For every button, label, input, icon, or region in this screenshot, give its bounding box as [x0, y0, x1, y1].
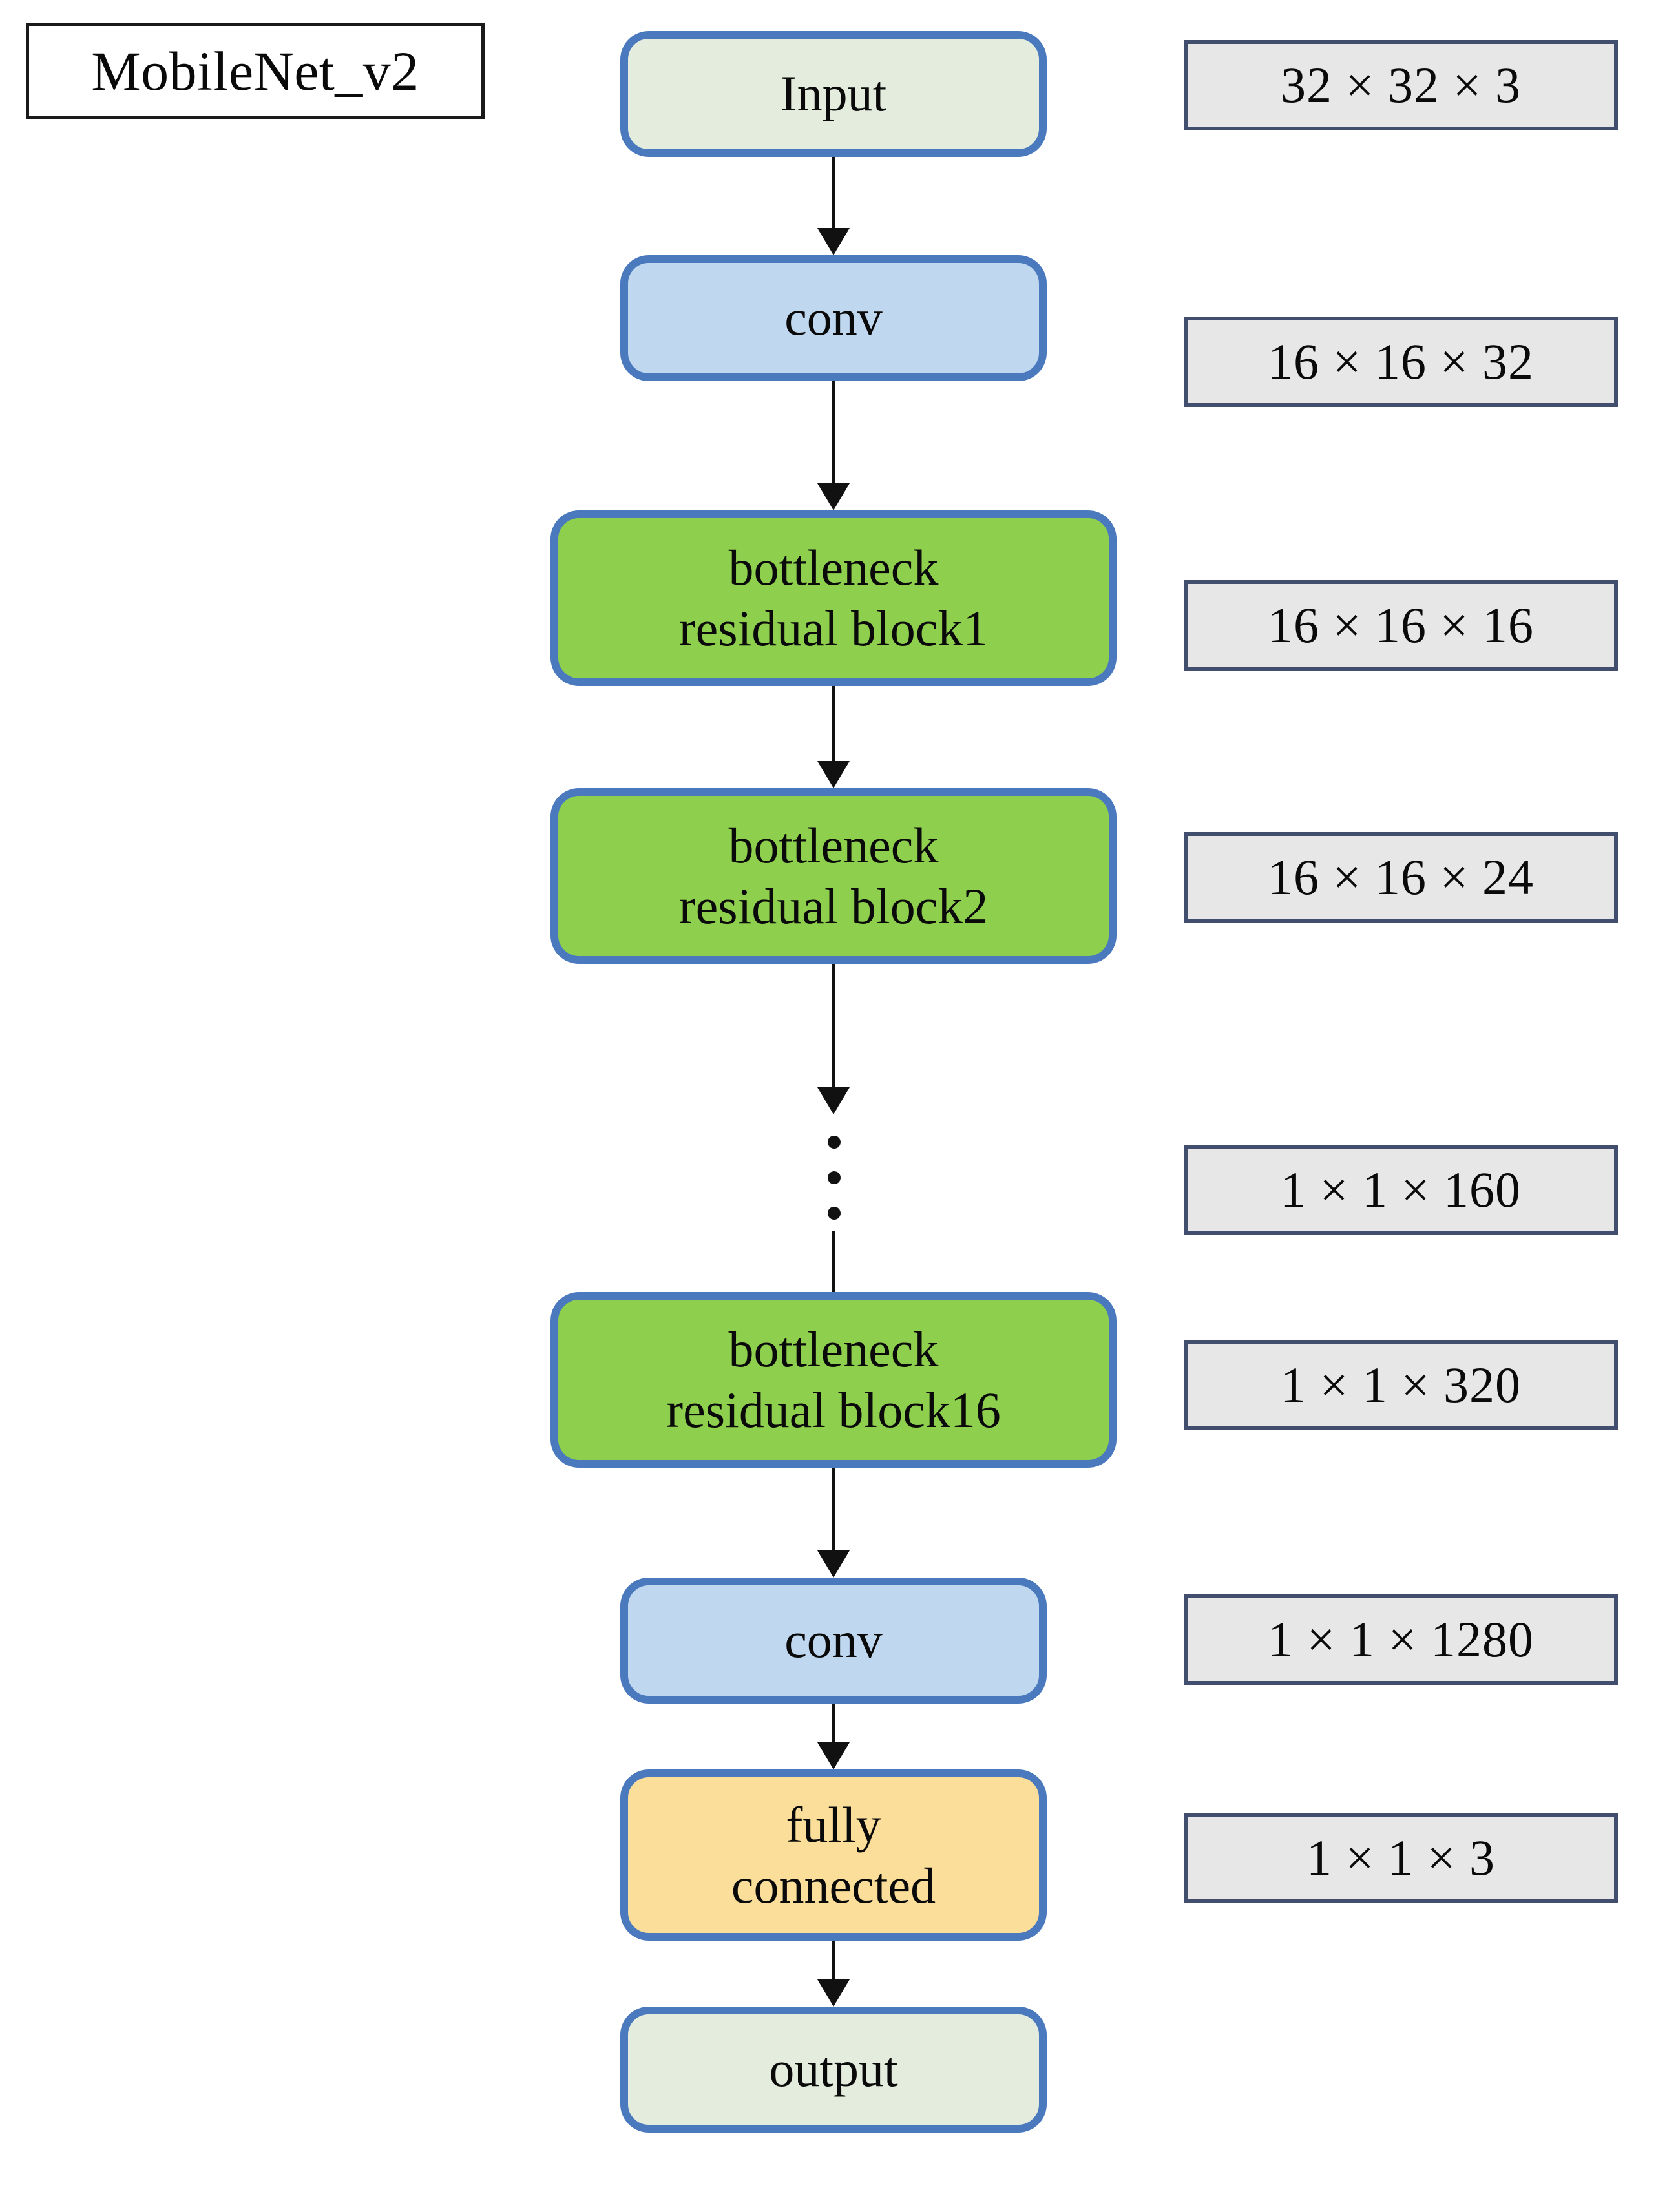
dim-box-conv1-text: 16 × 16 × 32 — [1268, 333, 1534, 390]
node-fully-connected-label: fully connected — [731, 1796, 936, 1914]
node-input[interactable]: Input — [620, 31, 1047, 157]
ellipsis-dot — [828, 1207, 841, 1220]
node-fully-connected[interactable]: fully connected — [620, 1769, 1047, 1941]
node-bottleneck-block2[interactable]: bottleneck residual block2 — [550, 788, 1117, 964]
node-conv-2-label: conv — [784, 1612, 883, 1669]
node-bottleneck-block1-label: bottleneck residual block1 — [678, 539, 989, 656]
node-bottleneck-block16-label: bottleneck residual block16 — [666, 1321, 1001, 1438]
ellipsis-repeated-blocks — [827, 1136, 841, 1220]
dim-box-block1: 16 × 16 × 16 — [1184, 580, 1618, 671]
node-output[interactable]: output — [620, 2007, 1047, 2133]
dim-box-block16: 1 × 1 × 320 — [1184, 1340, 1618, 1430]
node-bottleneck-block1[interactable]: bottleneck residual block1 — [550, 510, 1117, 686]
dim-box-conv1: 16 × 16 × 32 — [1184, 317, 1618, 407]
dim-box-mid: 1 × 1 × 160 — [1184, 1145, 1618, 1235]
model-title-text: MobileNet_v2 — [91, 40, 419, 102]
model-title-box: MobileNet_v2 — [26, 23, 485, 119]
dim-box-fc: 1 × 1 × 3 — [1184, 1813, 1618, 1903]
node-conv-1[interactable]: conv — [620, 255, 1047, 381]
node-bottleneck-block16[interactable]: bottleneck residual block16 — [550, 1292, 1117, 1468]
dim-box-fc-text: 1 × 1 × 3 — [1306, 1830, 1495, 1886]
dim-box-input: 32 × 32 × 3 — [1184, 40, 1618, 130]
dim-box-input-text: 32 × 32 × 3 — [1281, 57, 1521, 113]
node-conv-2[interactable]: conv — [620, 1578, 1047, 1704]
node-bottleneck-block2-label: bottleneck residual block2 — [678, 817, 989, 934]
ellipsis-dot — [828, 1136, 841, 1149]
node-conv-1-label: conv — [784, 289, 883, 346]
dim-box-block2-text: 16 × 16 × 24 — [1268, 849, 1534, 905]
node-output-label: output — [769, 2041, 898, 2098]
dim-box-mid-text: 1 × 1 × 160 — [1281, 1162, 1521, 1218]
dim-box-conv2: 1 × 1 × 1280 — [1184, 1594, 1618, 1685]
node-input-label: Input — [780, 65, 887, 122]
dim-box-block16-text: 1 × 1 × 320 — [1281, 1357, 1521, 1413]
dim-box-block2: 16 × 16 × 24 — [1184, 832, 1618, 923]
ellipsis-dot — [828, 1171, 841, 1184]
dim-box-conv2-text: 1 × 1 × 1280 — [1268, 1611, 1534, 1667]
dim-box-block1-text: 16 × 16 × 16 — [1268, 597, 1534, 653]
